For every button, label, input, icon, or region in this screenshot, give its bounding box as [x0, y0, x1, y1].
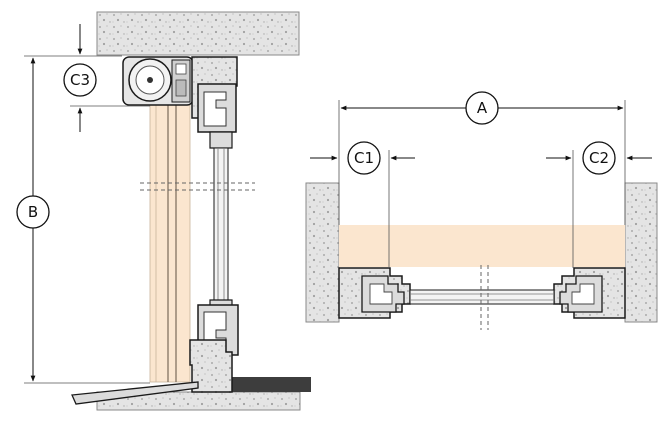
label-c3-circle [63, 63, 97, 97]
lintel-concrete [96, 11, 300, 56]
label-a: A [477, 99, 488, 117]
label-a-circle [465, 91, 499, 125]
label-b: B [28, 203, 38, 221]
window-frame-bottom [189, 299, 239, 393]
label-c3: C3 [70, 71, 90, 89]
dimension-c2: C2 [546, 141, 652, 268]
dark-sill [229, 377, 311, 392]
dimension-c1: C1 [310, 141, 415, 268]
window-frame-right [553, 267, 626, 319]
dimension-a: A [338, 91, 626, 225]
label-c2-circle [582, 141, 616, 175]
label-c1: C1 [354, 149, 374, 167]
roller-box [122, 56, 194, 106]
window-frame-left [338, 267, 411, 319]
glass-pane-horizontal [409, 289, 555, 305]
wall-right [624, 182, 658, 323]
vertical-section: B C3 [16, 11, 311, 411]
label-b-circle [16, 195, 50, 229]
shutter-curtain [149, 104, 191, 383]
horizontal-section: A C1 C2 [305, 91, 658, 330]
dimension-b: B [16, 55, 150, 384]
exterior-sill [71, 381, 199, 405]
label-c2: C2 [589, 149, 609, 167]
label-c1-circle [347, 141, 381, 175]
glass-pane [213, 147, 229, 301]
shutter-band [339, 225, 625, 267]
dimension-c3: C3 [63, 24, 150, 132]
wall-left [305, 182, 340, 323]
window-frame-top [191, 56, 238, 149]
